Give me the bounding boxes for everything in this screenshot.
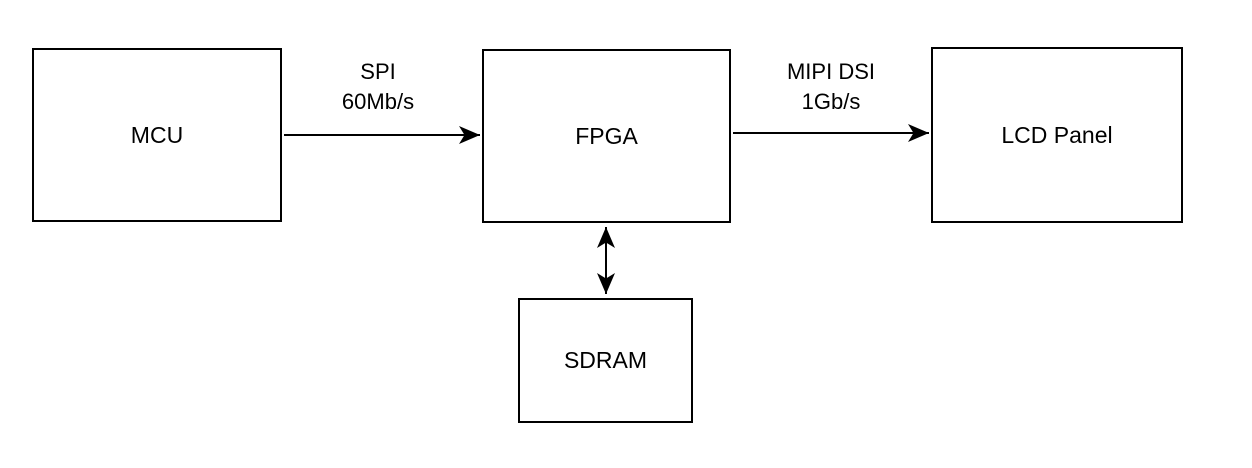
mipi-dsi-protocol-label: MIPI DSI [786,59,875,84]
lcd-panel-node-label: LCD Panel [1001,121,1113,148]
mcu-node: MCU [32,48,282,222]
sdram-node-label: SDRAM [563,347,648,373]
fpga-to-lcd-edge-label: MIPI DSI 1Gb/s [731,57,931,117]
mcu-to-fpga-edge-label: SPI 60Mb/s [278,57,478,117]
mipi-dsi-bandwidth-label: 1Gb/s [801,89,861,114]
spi-protocol-label: SPI [360,59,396,84]
fpga-node-label: FPGA [575,122,638,149]
mcu-node-label: MCU [130,121,184,148]
spi-bandwidth-label: 60Mb/s [341,89,415,114]
lcd-panel-node: LCD Panel [931,47,1183,223]
sdram-node: SDRAM [518,298,693,423]
fpga-node: FPGA [482,49,731,223]
